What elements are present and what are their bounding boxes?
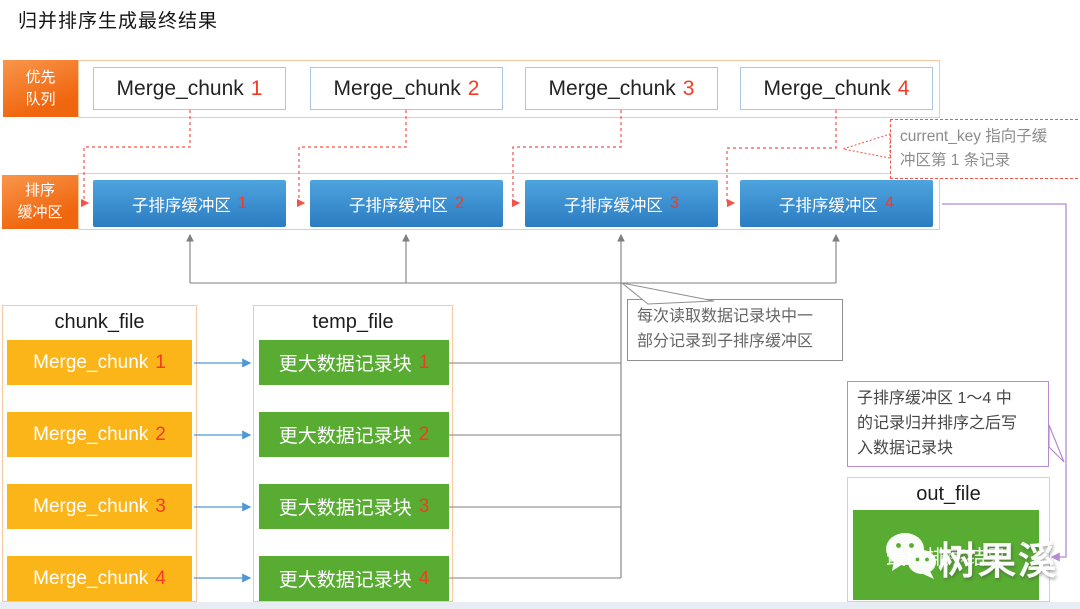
buffer-number: 1 — [237, 194, 248, 212]
item-number: 3 — [418, 495, 430, 517]
page-title: 归并排序生成最终结果 — [18, 11, 219, 32]
wechat-icon — [886, 533, 936, 579]
item-number: 1 — [155, 351, 166, 373]
merge-chunk-number: 1 — [250, 76, 263, 100]
merge-chunk-number: 2 — [467, 76, 480, 100]
temp-file-item-1: 更大数据记录块 1 — [259, 340, 449, 385]
sort-buffer-label: 排序 缓冲区 — [2, 175, 78, 229]
chunk-file-item-3: Merge_chunk 3 — [7, 484, 192, 529]
chunk-file-item-1: Merge_chunk 1 — [7, 340, 192, 385]
chunk-to-temp-arrows — [194, 358, 252, 583]
item-label: Merge_chunk — [33, 567, 149, 589]
item-number: 1 — [418, 351, 430, 373]
sort-buffer-container — [78, 173, 940, 230]
item-label: Merge_chunk — [33, 351, 149, 373]
bottom-strip — [0, 602, 1080, 609]
buffer-label: 子排序缓冲区 — [131, 196, 231, 215]
chunk-file-container — [2, 305, 197, 602]
buffer-label: 子排序缓冲区 — [563, 196, 663, 215]
sub-sort-buffer-2: 子排序缓冲区 2 — [310, 180, 503, 227]
buffer-number: 3 — [669, 194, 680, 212]
merge-chunk-number: 3 — [682, 76, 695, 100]
merge-chunk-label: Merge_chunk — [116, 76, 244, 100]
item-label: 更大数据记录块 — [278, 354, 412, 375]
item-number: 4 — [418, 567, 430, 589]
chunk-file-item-4: Merge_chunk 4 — [7, 556, 192, 601]
merge-chunk-label: Merge_chunk — [333, 76, 461, 100]
merge-chunk-number: 4 — [897, 76, 910, 100]
merge-chunk-label: Merge_chunk — [548, 76, 676, 100]
item-number: 4 — [155, 567, 166, 589]
annotation-read-records: 每次读取数据记录块中一 部分记录到子排序缓冲区 — [627, 299, 843, 361]
temp-file-item-3: 更大数据记录块 3 — [259, 484, 449, 529]
annotation-current-key: current_key 指向子缓 冲区第 1 条记录 — [890, 119, 1080, 180]
item-label: 更大数据记录块 — [278, 570, 412, 591]
chunk-file-item-2: Merge_chunk 2 — [7, 412, 192, 457]
item-label: 更大数据记录块 — [278, 498, 412, 519]
sub-sort-buffer-3: 子排序缓冲区 3 — [525, 180, 718, 227]
buffer-label: 子排序缓冲区 — [348, 196, 448, 215]
item-number: 3 — [155, 495, 166, 517]
temp-file-item-4: 更大数据记录块 4 — [259, 556, 449, 601]
current-key-callout-pointer — [842, 133, 891, 159]
chunk-file-title: chunk_file — [54, 311, 145, 333]
priority-queue-label: 优先 队列 — [3, 60, 78, 117]
buffer-number: 4 — [884, 194, 895, 212]
out-file-title: out_file — [916, 483, 981, 505]
buffer-number: 2 — [454, 194, 465, 212]
merge-write-callout-pointer — [1048, 424, 1065, 463]
temp-file-item-2: 更大数据记录块 2 — [259, 412, 449, 457]
item-label: Merge_chunk — [33, 495, 149, 517]
sub-sort-buffer-4: 子排序缓冲区 4 — [740, 180, 933, 227]
watermark: 树果溪 — [884, 531, 1058, 581]
item-number: 2 — [418, 423, 430, 445]
merge-chunk-label: Merge_chunk — [763, 76, 891, 100]
temp-file-title: temp_file — [312, 311, 394, 333]
buffer-label: 子排序缓冲区 — [778, 196, 878, 215]
temp-file-container — [253, 305, 453, 602]
sub-sort-buffer-1: 子排序缓冲区 1 — [93, 180, 286, 227]
annotation-merge-write: 子排序缓冲区 1～4 中 的记录归并排序之后写 入数据记录块 — [847, 381, 1049, 468]
item-label: Merge_chunk — [33, 423, 149, 445]
item-number: 2 — [155, 423, 166, 445]
item-label: 更大数据记录块 — [278, 426, 412, 447]
watermark-text: 树果溪 — [938, 541, 1059, 583]
priority-queue-container — [78, 60, 940, 118]
